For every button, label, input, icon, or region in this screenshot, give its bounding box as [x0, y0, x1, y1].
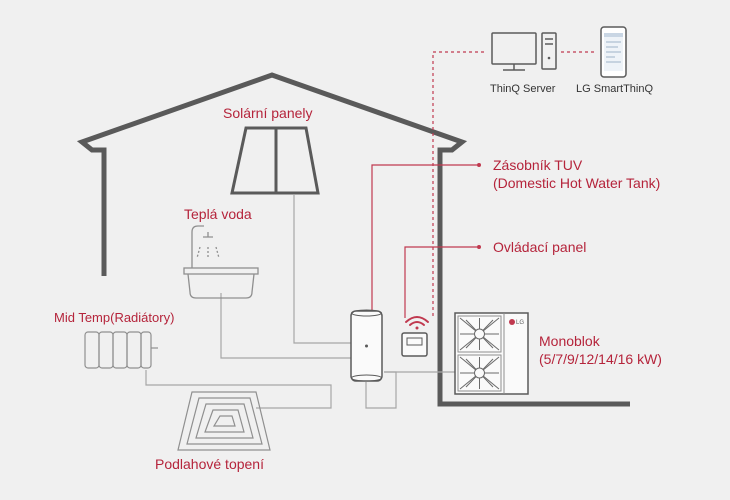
solar-panel-icon [230, 126, 320, 195]
smartthinq-label: LG SmartThinQ [576, 83, 654, 95]
unit-logo-text: LG [516, 320, 524, 326]
dhw-tank-dot [477, 163, 481, 167]
monoblock-label-power: (5/7/9/12/14/16 kW) [539, 351, 662, 367]
dhw-tank-label: Zásobník TUV (Domestic Hot Water Tank) [493, 156, 660, 192]
lg-logo [509, 319, 515, 325]
pipes [145, 195, 456, 409]
monoblock-label-name: Monoblok [539, 333, 600, 349]
dhw-tank-icon [350, 309, 383, 382]
control-panel-label: Ovládací panel [493, 239, 587, 255]
wifi-icon [405, 316, 429, 330]
floor-heating-icon [177, 391, 271, 451]
floor-heating-label: Podlahové topení [155, 456, 264, 472]
control-panel-icon [401, 332, 428, 357]
dhw-tank-label-cz: Zásobník TUV [493, 157, 583, 173]
hot-water-label: Teplá voda [184, 206, 252, 222]
computer-icon [491, 32, 557, 71]
radiators-label: Mid Temp(Radiátory) [54, 310, 175, 325]
monoblock-label: Monoblok (5/7/9/12/14/16 kW) [539, 332, 662, 368]
radiator-icon [84, 331, 158, 369]
indicator-lines [371, 51, 595, 318]
house-outline [76, 72, 630, 407]
thinq-server-label: ThinQ Server [490, 83, 556, 95]
solar-panels-label: Solární panely [223, 105, 313, 121]
smartphone-icon [600, 26, 627, 78]
control-panel-dot [477, 245, 481, 249]
monoblock-unit-icon: LG [454, 312, 529, 395]
dhw-tank-label-en: (Domestic Hot Water Tank) [493, 175, 661, 191]
sink-icon [183, 225, 259, 299]
